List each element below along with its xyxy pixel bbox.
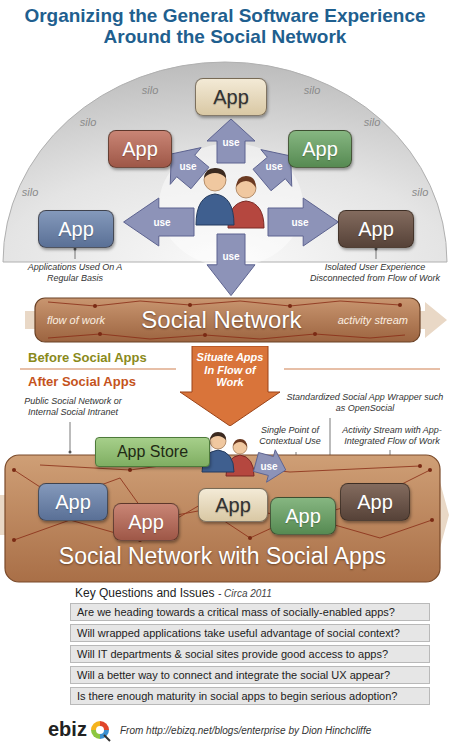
- annotation: Single Point of Contextual Use: [258, 425, 322, 447]
- question-text: Will wrapped applications take useful ad…: [77, 627, 400, 639]
- app-label: App: [215, 494, 251, 517]
- use-label: use: [153, 217, 170, 228]
- app-box: App: [38, 210, 114, 248]
- app-label: App: [55, 491, 91, 514]
- social-apps-region: Social Network with Social AppsApp Store…: [5, 455, 440, 582]
- logo-text: ebiz: [48, 718, 87, 741]
- app-label: App: [357, 491, 393, 514]
- app-store-label: App Store: [117, 443, 188, 461]
- question-text: Are we heading towards a critical mass o…: [77, 606, 395, 618]
- use-label: use: [260, 461, 277, 472]
- app-box: App: [113, 503, 179, 541]
- silo-label: silo: [80, 116, 97, 128]
- question-bar: Will a better way to connect and integra…: [70, 666, 430, 684]
- app-box: App: [38, 483, 108, 521]
- app-label: App: [128, 511, 164, 534]
- silo-label: silo: [364, 116, 381, 128]
- app-box: App: [338, 210, 414, 248]
- date-note: - Circa 2011: [218, 588, 272, 599]
- phase-label: After Social Apps: [28, 374, 136, 389]
- social-network-band: flow of work Social Network activity strea…: [35, 298, 420, 342]
- silo-label: silo: [412, 186, 429, 198]
- logo-icon: [91, 721, 110, 741]
- app-label: App: [302, 138, 338, 161]
- situate-arrow: Situate Apps In Flow of Work: [180, 346, 280, 426]
- arrow-label: Situate Apps In Flow of Work: [192, 349, 268, 391]
- app-label: App: [58, 218, 94, 241]
- social-apps-shape: [5, 455, 440, 582]
- band-title: Social Network: [141, 306, 301, 334]
- band-shape: [35, 298, 420, 342]
- annotation: Applications Used On A Regular Basis: [15, 262, 135, 284]
- app-store-box: App Store: [95, 437, 210, 467]
- annotation: Activity Stream with App-Integrated Flow…: [338, 425, 446, 447]
- app-label: App: [358, 218, 394, 241]
- band-note: activity stream: [338, 314, 408, 326]
- use-label: use: [222, 137, 239, 148]
- silo-label: silo: [142, 84, 159, 96]
- question-text: Will a better way to connect and integra…: [77, 669, 390, 681]
- app-box: App: [108, 130, 172, 168]
- phase-label: Before Social Apps: [28, 350, 147, 365]
- question-bar: Will IT departments & social sites provi…: [70, 645, 430, 663]
- use-label: use: [222, 251, 239, 262]
- app-label: App: [285, 505, 321, 528]
- section-heading: Key Questions and Issues: [75, 586, 214, 600]
- question-text: Is there enough maturity in social apps …: [77, 690, 397, 702]
- use-label: use: [265, 161, 282, 172]
- app-box: App: [340, 483, 410, 521]
- use-label: use: [179, 161, 196, 172]
- diagram-title: Organizing the General Software Experien…: [15, 5, 435, 48]
- silo-label: silo: [304, 84, 321, 96]
- question-bar: Are we heading towards a critical mass o…: [70, 603, 430, 621]
- people-icon: [196, 168, 264, 228]
- app-box: App: [198, 488, 268, 522]
- use-label: use: [291, 217, 308, 228]
- app-label: App: [213, 86, 249, 109]
- annotation: Public Social Network or Internal Social…: [8, 396, 138, 418]
- annotation: Isolated User Experience Disconnected fr…: [305, 262, 445, 284]
- region-title: Social Network with Social Apps: [5, 543, 440, 570]
- silo-label: silo: [22, 186, 39, 198]
- annotation: Standardized Social App Wrapper such as …: [285, 392, 445, 414]
- app-label: App: [122, 138, 158, 161]
- band-note: flow of work: [47, 314, 105, 326]
- question-text: Will IT departments & social sites provi…: [77, 648, 388, 660]
- source-credit: From http://ebizq.net/blogs/enterprise b…: [120, 725, 371, 736]
- app-box: App: [195, 78, 267, 116]
- app-box: App: [288, 130, 352, 168]
- question-bar: Is there enough maturity in social apps …: [70, 687, 430, 705]
- app-box: App: [270, 497, 336, 535]
- question-bar: Will wrapped applications take useful ad…: [70, 624, 430, 642]
